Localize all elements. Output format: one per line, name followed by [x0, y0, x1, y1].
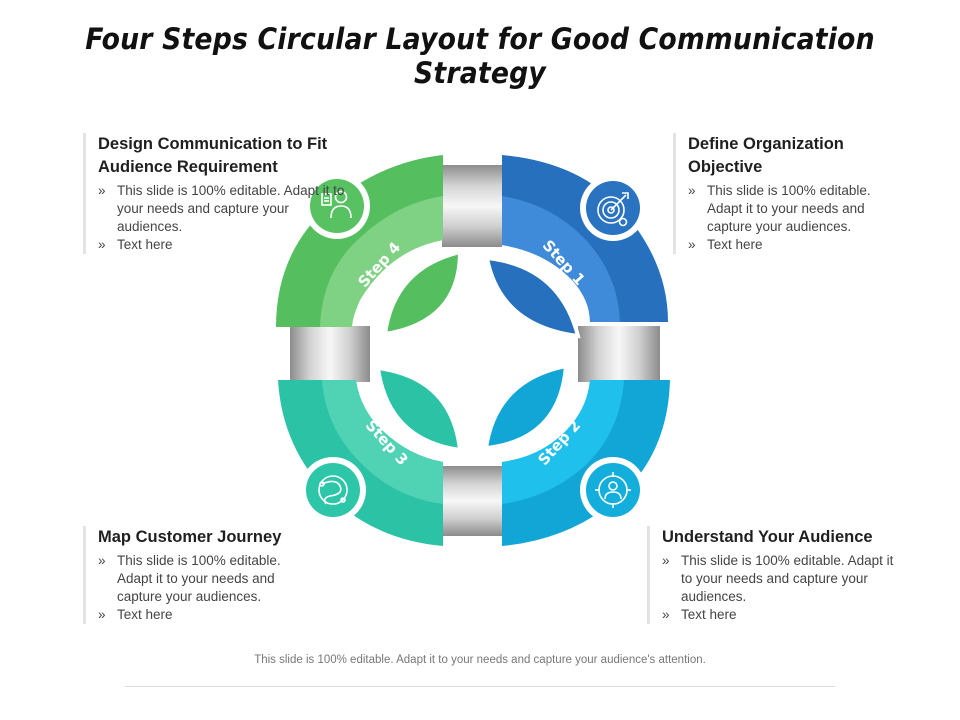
step-2-bullets: This slide is 100% editable. Adapt it to… — [662, 552, 902, 624]
bullet-item: Text here — [98, 236, 353, 254]
bullet-item: This slide is 100% editable. Adapt it to… — [98, 552, 313, 606]
step-3-heading: Map Customer Journey — [98, 528, 282, 546]
step-1-heading: Define Organization Objective — [688, 135, 844, 176]
step-4-text-block: Design Communication to Fit Audience Req… — [83, 133, 353, 254]
bullet-item: This slide is 100% editable. Adapt it to… — [688, 182, 903, 236]
step-4-inner-band — [320, 196, 443, 327]
step-2-petal — [483, 363, 569, 451]
bullet-item: This slide is 100% editable. Adapt it to… — [662, 552, 902, 606]
bullet-item: Text here — [662, 606, 902, 624]
step-3-icon-circle — [306, 463, 360, 517]
step-1-bullets: This slide is 100% editable. Adapt it to… — [688, 182, 903, 254]
connector-pipe-right — [578, 326, 660, 382]
target-icon — [597, 192, 629, 227]
bullet-item: Text here — [98, 606, 313, 624]
step-2-segment: Step 2 — [483, 363, 670, 546]
connector-pipe-bottom — [442, 466, 502, 536]
step-1-petal — [484, 255, 581, 339]
step-1-outer-band — [502, 155, 668, 322]
step-2-heading: Understand Your Audience — [662, 528, 873, 546]
bullet-item: Text here — [688, 236, 903, 254]
step-3-bullets: This slide is 100% editable. Adapt it to… — [98, 552, 313, 624]
step-1-text-block: Define Organization Objective This slide… — [673, 133, 903, 254]
step-1-segment: Step 1 — [484, 155, 668, 339]
step-3-segment: Step 3 — [278, 365, 463, 546]
step-3-petal — [375, 365, 463, 453]
step-2-inner-band — [502, 380, 624, 504]
step-4-petal — [382, 249, 463, 337]
step-4-heading: Design Communication to Fit Audience Req… — [98, 135, 328, 176]
step-4-bullets: This slide is 100% editable. Adapt it to… — [98, 182, 353, 254]
footer-divider — [125, 686, 835, 687]
step-2-text-block: Understand Your Audience This slide is 1… — [647, 526, 902, 624]
audience-target-icon — [595, 472, 631, 508]
step-3-outer-band — [278, 380, 443, 546]
step-3-text-block: Map Customer Journey This slide is 100% … — [83, 526, 313, 624]
journey-map-icon — [318, 475, 348, 505]
connector-pipe-top — [442, 165, 502, 247]
connector-pipe-left — [290, 326, 370, 382]
page-title: Four Steps Circular Layout for Good Comm… — [85, 22, 875, 90]
step-3-inner-band — [322, 380, 443, 504]
bullet-item: This slide is 100% editable. Adapt it to… — [98, 182, 353, 236]
step-1-inner-band — [502, 196, 620, 322]
footer-note: This slide is 100% editable. Adapt it to… — [254, 654, 706, 666]
